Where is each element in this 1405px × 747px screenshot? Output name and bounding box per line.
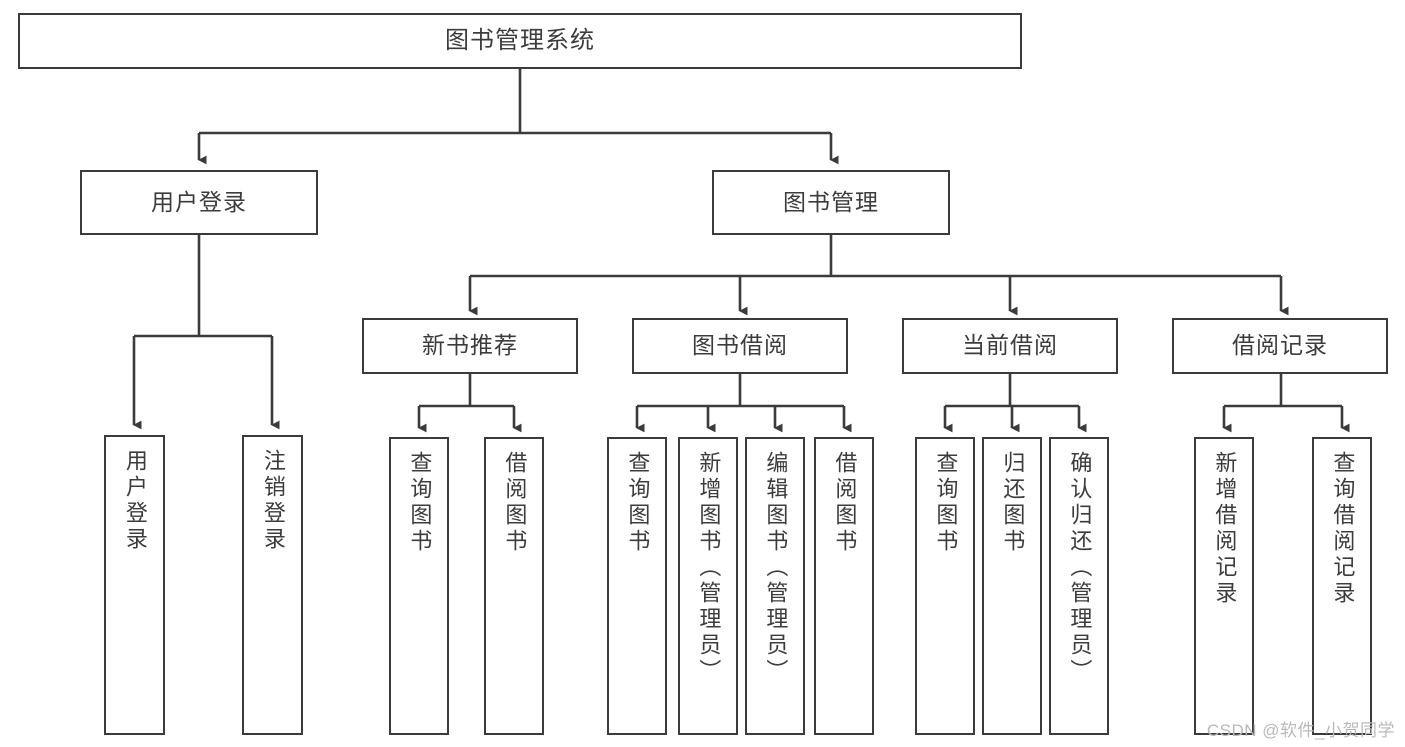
- node-label: 新书推荐: [422, 332, 518, 359]
- leaf-return-book[interactable]: 归还图书: [982, 437, 1042, 735]
- leaf-borrow-book-recommend[interactable]: 借阅图书: [484, 437, 544, 735]
- leaf-user-login[interactable]: 用户登录: [104, 435, 165, 735]
- node-label: 当前借阅: [962, 332, 1058, 359]
- leaf-edit-book-admin[interactable]: 编辑图书（管理员）: [745, 437, 805, 735]
- leaf-add-book-admin[interactable]: 新增图书（管理员）: [678, 437, 738, 735]
- node-label: 新增借阅记录: [1212, 451, 1238, 607]
- node-label: 借阅图书: [502, 451, 528, 555]
- node-label: 图书借阅: [692, 332, 788, 359]
- node-label: 图书管理: [783, 188, 879, 215]
- node-book-management[interactable]: 图书管理: [712, 170, 950, 235]
- node-label: 查询借阅记录: [1330, 451, 1356, 607]
- leaf-add-borrow-record[interactable]: 新增借阅记录: [1194, 437, 1254, 735]
- node-label: 新增图书（管理员）: [696, 451, 722, 685]
- node-label: 查询图书: [625, 451, 651, 555]
- leaf-query-book-borrow[interactable]: 查询图书: [607, 437, 667, 735]
- node-user-login[interactable]: 用户登录: [80, 170, 318, 235]
- node-label: 确认归还（管理员）: [1067, 451, 1093, 685]
- node-label: 借阅记录: [1232, 332, 1328, 359]
- leaf-query-borrow-record[interactable]: 查询借阅记录: [1312, 437, 1372, 735]
- leaf-query-book-current[interactable]: 查询图书: [915, 437, 975, 735]
- node-new-book-recommend[interactable]: 新书推荐: [362, 318, 578, 374]
- node-book-borrow[interactable]: 图书借阅: [632, 318, 848, 374]
- node-label: 图书管理系统: [445, 26, 595, 54]
- node-current-borrow[interactable]: 当前借阅: [902, 318, 1118, 374]
- leaf-query-book-recommend[interactable]: 查询图书: [389, 437, 449, 735]
- node-label: 编辑图书（管理员）: [763, 451, 789, 685]
- node-label: 借阅图书: [832, 451, 858, 555]
- node-label: 用户登录: [122, 449, 148, 553]
- node-borrow-record[interactable]: 借阅记录: [1172, 318, 1388, 374]
- node-root[interactable]: 图书管理系统: [18, 13, 1022, 69]
- leaf-borrow-book[interactable]: 借阅图书: [814, 437, 874, 735]
- node-label: 查询图书: [407, 451, 433, 555]
- watermark: CSDN @软件_小贺同学: [1206, 721, 1395, 740]
- leaf-logout[interactable]: 注销登录: [242, 435, 303, 735]
- node-label: 归还图书: [1000, 451, 1026, 555]
- leaf-confirm-return-admin[interactable]: 确认归还（管理员）: [1049, 437, 1109, 735]
- node-label: 查询图书: [933, 451, 959, 555]
- node-label: 注销登录: [260, 449, 286, 553]
- node-label: 用户登录: [151, 188, 247, 215]
